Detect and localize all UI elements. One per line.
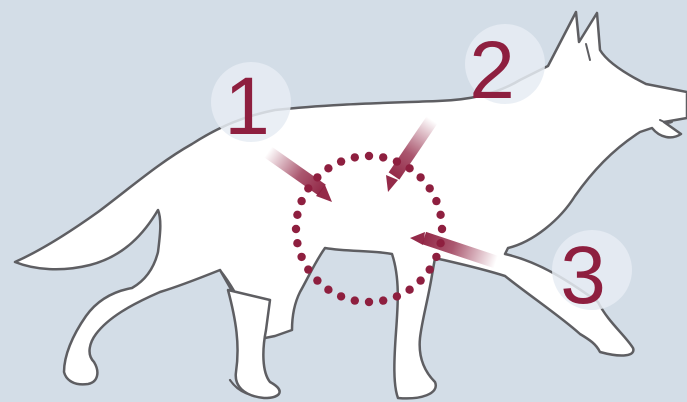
arrow-icon xyxy=(410,231,499,269)
arrow-icon xyxy=(386,116,438,192)
dotted-circle-dot xyxy=(425,265,434,274)
dotted-circle-dot xyxy=(304,265,313,274)
dotted-circle-dot xyxy=(364,297,374,307)
dotted-circle-dot xyxy=(379,153,388,162)
dotted-circle-dot xyxy=(379,296,388,305)
dotted-circle-dot xyxy=(416,173,425,182)
dotted-circle-dot xyxy=(293,239,302,248)
dotted-circle-dot xyxy=(291,224,301,234)
marker-label: 3 xyxy=(560,230,606,321)
dotted-circle-dot xyxy=(364,151,374,161)
wolf-hind-leg xyxy=(226,288,281,400)
dotted-circle-dot xyxy=(313,276,322,285)
dotted-circle-dot xyxy=(432,252,441,262)
dotted-circle-dot xyxy=(336,292,346,301)
wolf-ear-line xyxy=(585,43,591,61)
dotted-circle-dot xyxy=(436,210,445,219)
dotted-circle-dot xyxy=(324,164,333,173)
marker-1: 1 xyxy=(211,61,291,152)
dotted-circle-dot xyxy=(297,196,306,206)
arrow-icon xyxy=(264,146,332,202)
number-marker-icon xyxy=(552,230,632,310)
marker-2: 2 xyxy=(465,24,545,116)
number-marker-icon xyxy=(465,24,545,104)
dotted-circle-dot xyxy=(425,184,434,193)
dotted-circle-dot xyxy=(350,153,359,162)
wolf-silhouette xyxy=(13,10,687,400)
dotted-circle-dot xyxy=(324,285,333,294)
wolf-mouth-line xyxy=(659,119,673,124)
dotted-circle-dot xyxy=(297,252,306,262)
marker-3: 3 xyxy=(552,230,632,321)
dotted-circle-dot xyxy=(437,224,447,234)
dotted-circle-dot xyxy=(416,276,425,285)
dotted-circle-dot xyxy=(405,285,414,294)
dotted-circle-dot xyxy=(350,296,359,305)
dotted-circle-dot xyxy=(293,210,302,219)
dotted-circle-dot xyxy=(432,196,441,206)
dotted-circle-dot xyxy=(336,157,346,166)
dotted-circle-dot xyxy=(392,292,402,301)
marker-label: 1 xyxy=(224,61,270,152)
number-marker-icon xyxy=(211,62,291,142)
marker-label: 2 xyxy=(469,25,515,116)
